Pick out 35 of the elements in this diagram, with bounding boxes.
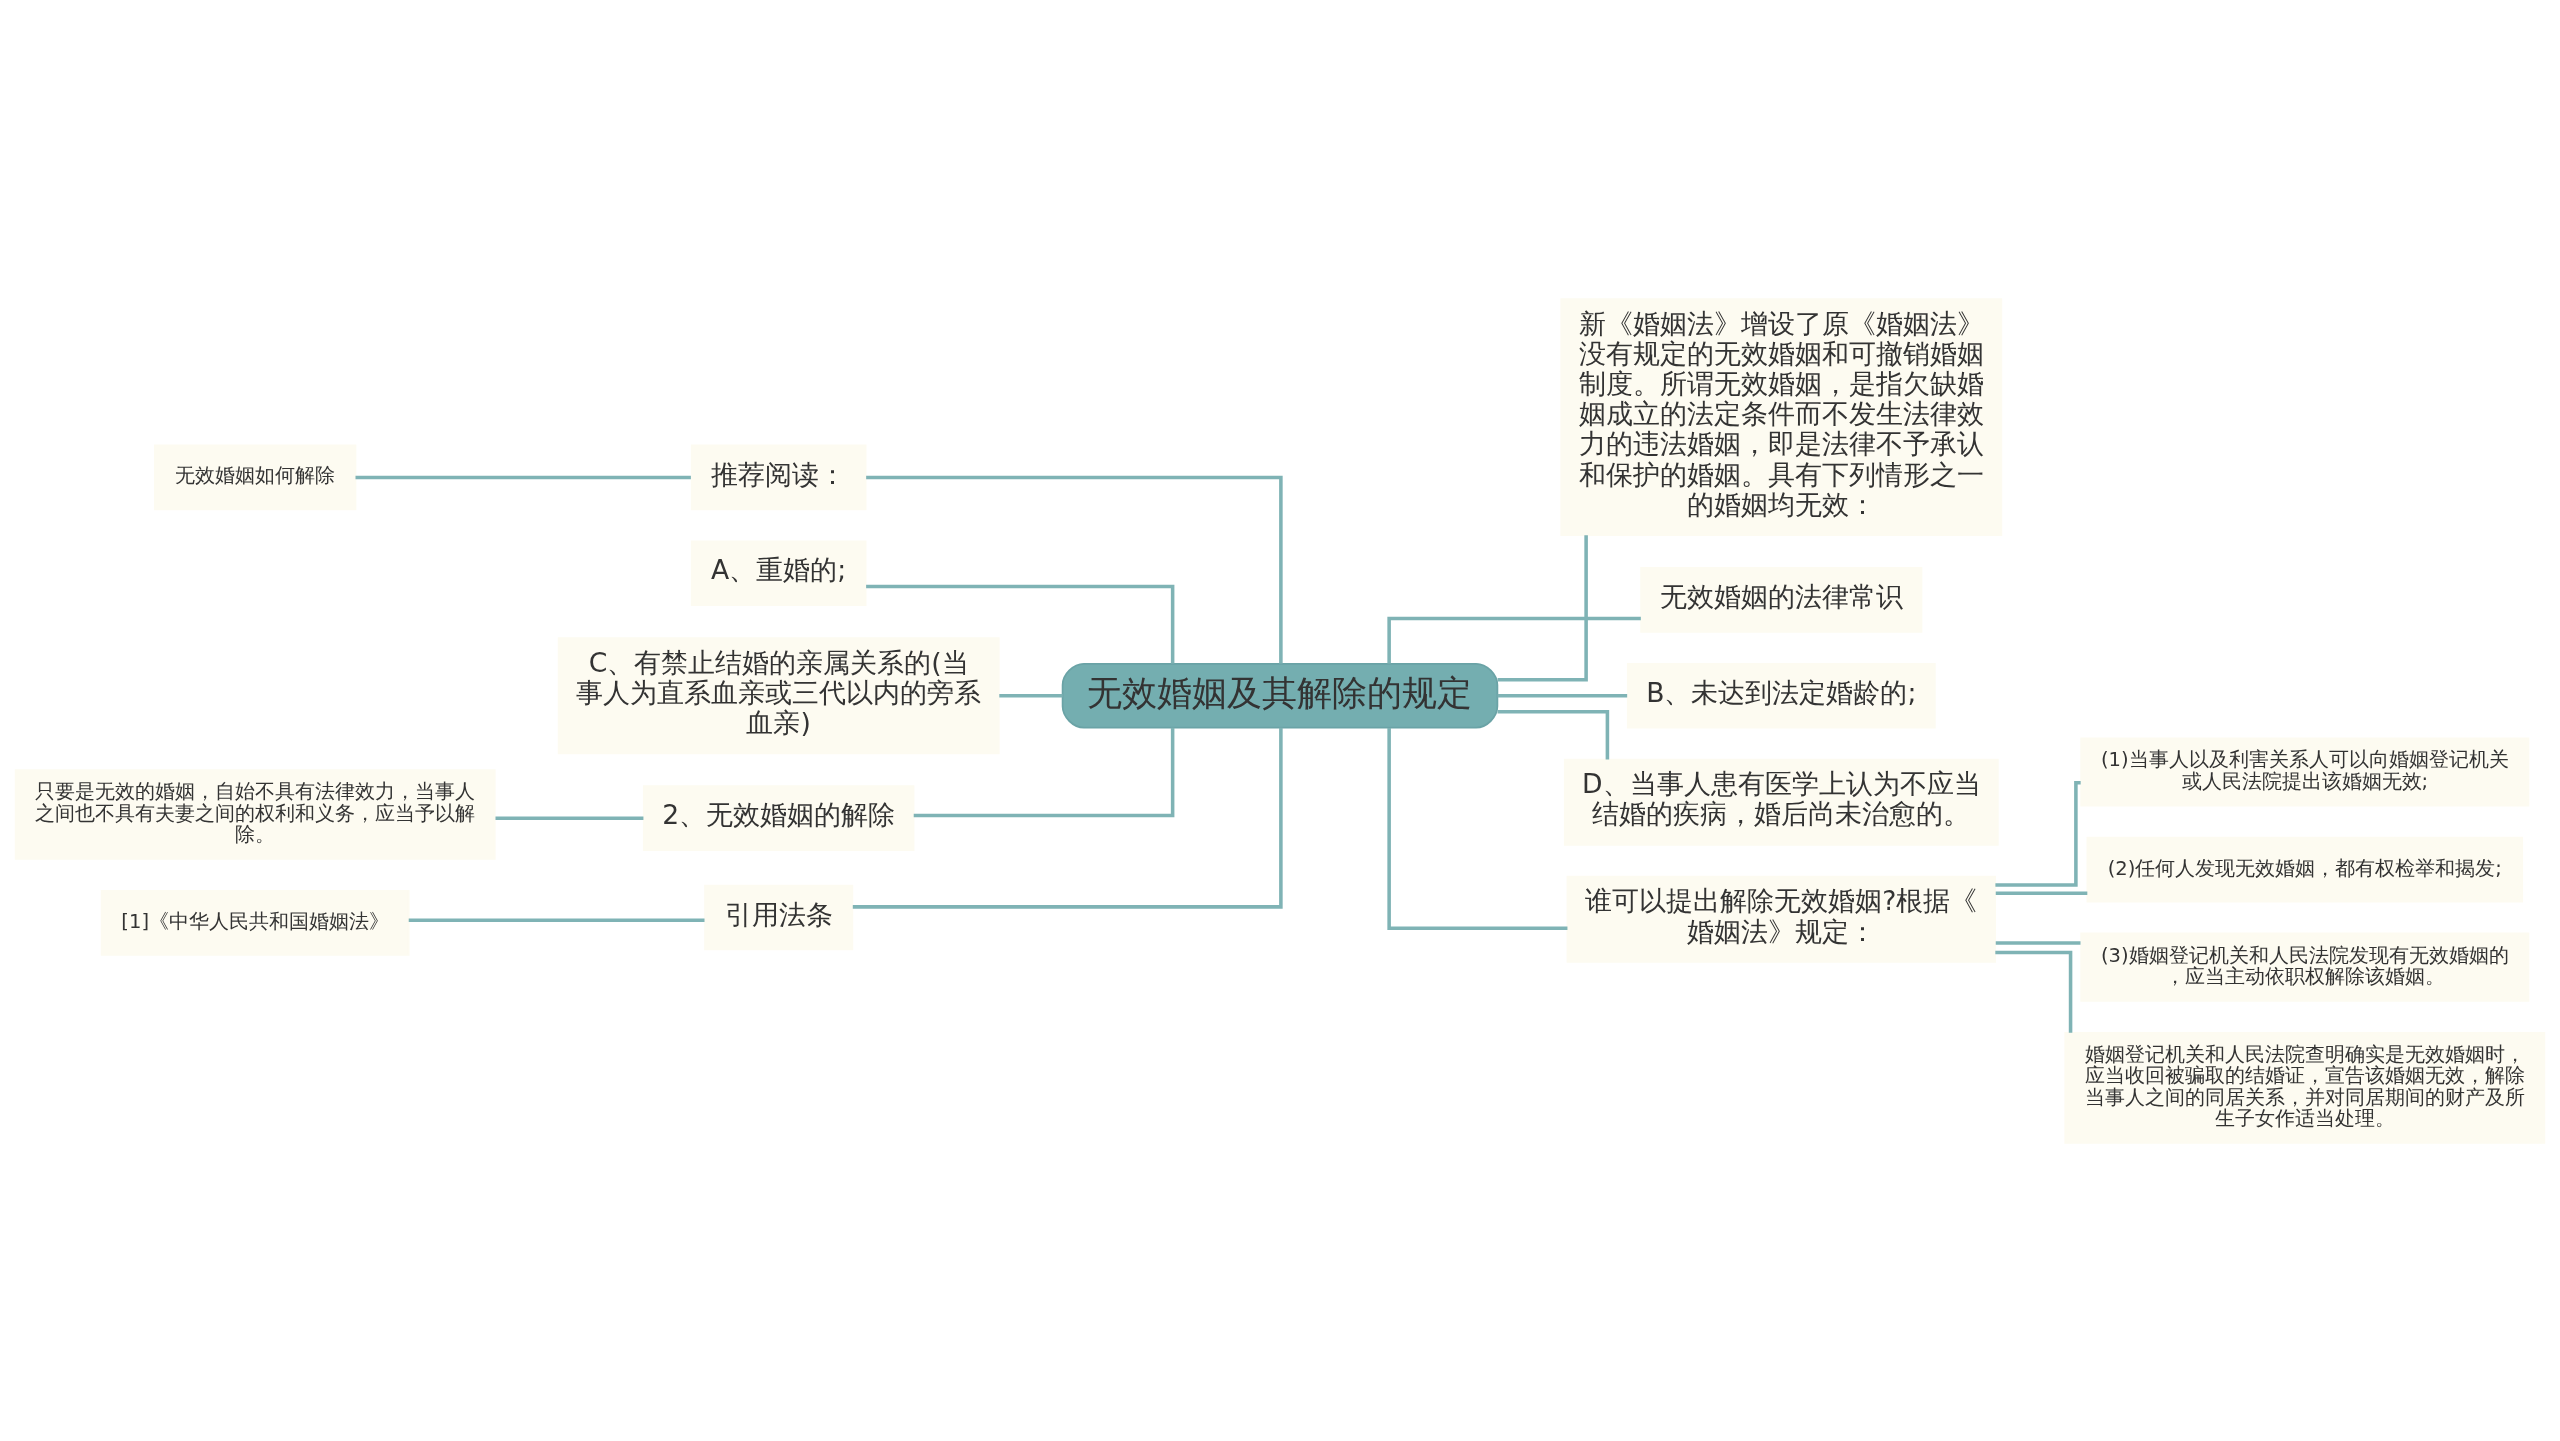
connector bbox=[1995, 950, 2073, 1033]
node-box: 新《婚姻法》增设了原《婚姻法》没有规定的无效婚姻和可撤销婚姻制度。所谓无效婚姻，是指欠缺婚姻成立的法定条件而不发生法律效力的违法婚姻，即是法律不予承认和保护的婚姻。具有下列情形之一的婚姻均无效： bbox=[1560, 297, 2003, 536]
node-box: [1]《中华人民共和国婚姻法》 bbox=[100, 889, 410, 956]
connector bbox=[355, 475, 691, 479]
connector bbox=[1497, 709, 1610, 760]
connector bbox=[1497, 693, 1628, 697]
connector bbox=[866, 584, 1175, 664]
node-box: 谁可以提出解除无效婚姻?根据《婚姻法》规定： bbox=[1566, 875, 1997, 963]
connector bbox=[1497, 534, 1588, 681]
node-box: 引用法条 bbox=[704, 884, 854, 950]
connector bbox=[1995, 940, 2081, 945]
connector bbox=[866, 475, 1283, 663]
node-box: A、重婚的; bbox=[690, 539, 867, 606]
connector bbox=[913, 727, 1175, 817]
connector bbox=[852, 727, 1283, 909]
node-box: C、有禁止结婚的亲属关系的(当事人为直系血亲或三代以内的旁系血亲) bbox=[557, 636, 1000, 754]
node-box: 无效婚姻及其解除的规定 bbox=[1061, 662, 1499, 729]
connector bbox=[1387, 727, 1568, 930]
node-box: (3)婚姻登记机关和人民法院发现有无效婚姻的，应当主动依职权解除该婚姻。 bbox=[2080, 932, 2530, 1002]
node-box: 只要是无效的婚姻，自始不具有法律效力，当事人之间也不具有夫妻之间的权利和义务，应当予以解除。 bbox=[14, 768, 496, 860]
connector bbox=[495, 815, 644, 820]
connector bbox=[1995, 891, 2088, 895]
node-box: (2)任何人发现无效婚姻，都有权检举和揭发; bbox=[2086, 836, 2524, 902]
connector bbox=[408, 917, 705, 922]
node-box: 无效婚姻如何解除 bbox=[154, 444, 357, 510]
node-box: 推荐阅读： bbox=[690, 444, 867, 510]
node-box: (1)当事人以及利害关系人可以向婚姻登记机关或人民法院提出该婚姻无效; bbox=[2080, 736, 2530, 807]
connector bbox=[1995, 780, 2081, 887]
node-box: B、未达到法定婚龄的; bbox=[1626, 662, 1936, 729]
node-box: 婚姻登记机关和人民法院查明确实是无效婚姻时，应当收回被骗取的结婚证，宣告该婚姻无效，解除当事人之间的同居关系，并对同居期间的财产及所生子女作适当处理。 bbox=[2064, 1031, 2546, 1144]
connector bbox=[999, 693, 1063, 697]
node-box: 无效婚姻的法律常识 bbox=[1640, 566, 1923, 633]
node-box: D、当事人患有医学上认为不应当结婚的疾病，婚后尚未治愈的。 bbox=[1563, 758, 1999, 846]
connector bbox=[1387, 616, 1641, 663]
node-box: 2、无效婚姻的解除 bbox=[642, 784, 915, 851]
